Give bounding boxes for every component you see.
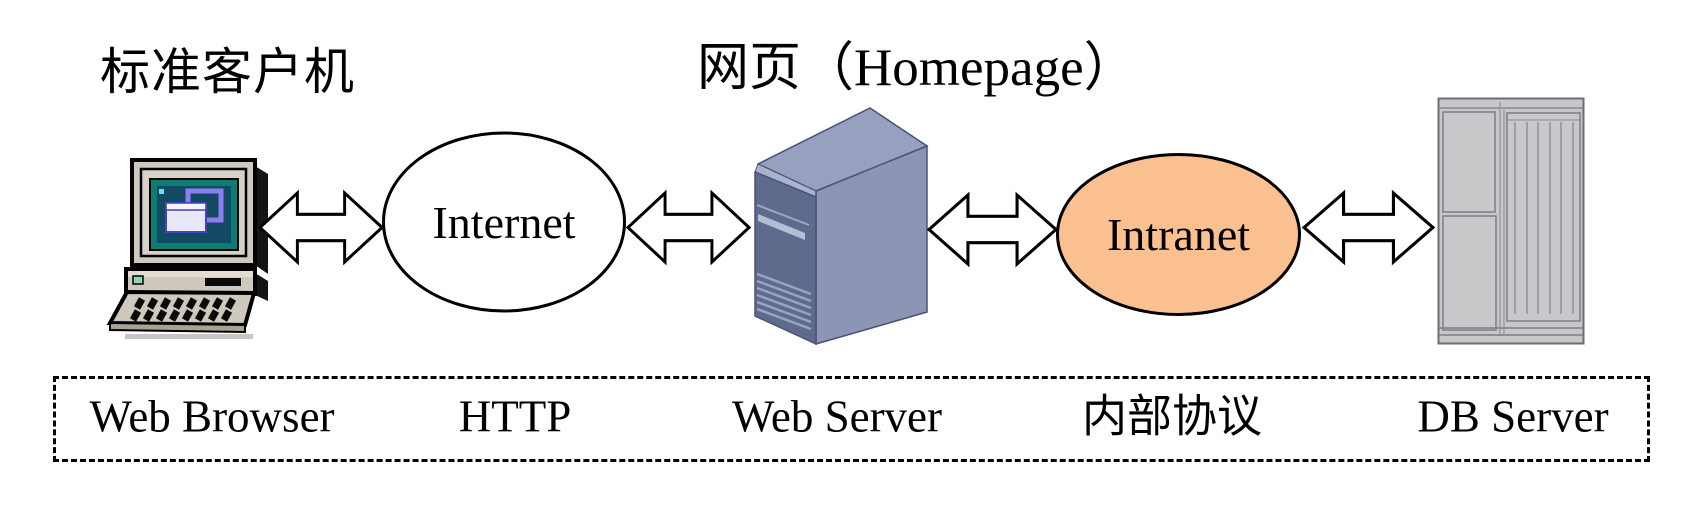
protocol-band: Web Browser HTTP Web Server 内部协议 DB Serv… — [53, 376, 1650, 462]
client-title: 标准客户机 — [100, 44, 355, 100]
homepage-title: 网页（Homepage） — [697, 42, 1137, 95]
homepage-title-cn: 网页 — [697, 39, 802, 97]
double-arrow-icon — [927, 191, 1058, 268]
server-rack-icon — [1437, 97, 1585, 345]
intranet-ellipse — [1056, 153, 1301, 316]
double-arrow-icon — [258, 189, 384, 266]
band-label: Web Browser — [89, 391, 335, 442]
double-arrow-icon — [626, 189, 751, 266]
homepage-title-en: （Homepage） — [801, 39, 1137, 97]
server-tower-icon — [754, 107, 929, 346]
double-arrow-icon — [1302, 189, 1435, 266]
band-label: DB Server — [1417, 391, 1609, 442]
internet-ellipse — [382, 131, 626, 313]
desktop-computer-icon — [106, 158, 268, 339]
band-label: HTTP — [458, 391, 572, 442]
band-label: 内部协议 — [1081, 391, 1263, 442]
band-label: Web Server — [731, 391, 943, 442]
